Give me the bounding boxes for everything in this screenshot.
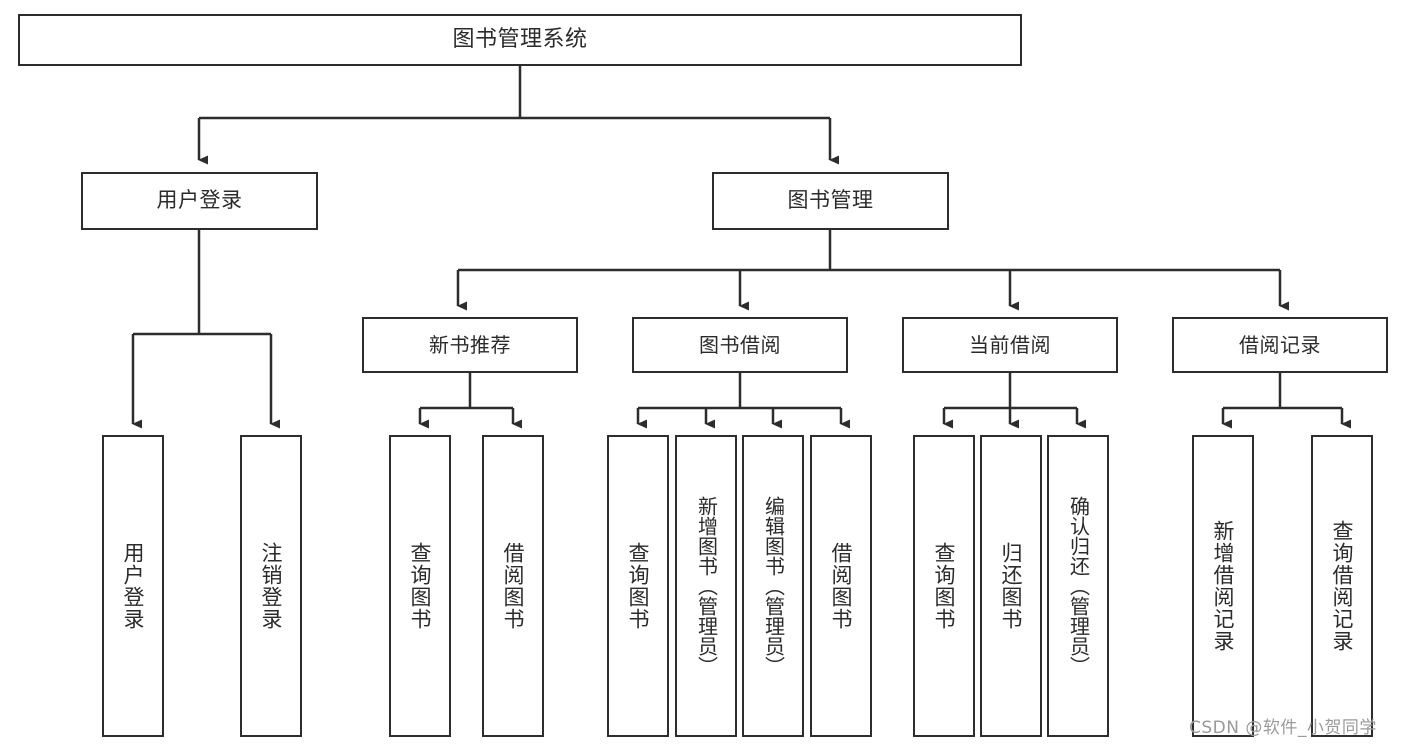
- leaf-edit-book-admin-label: 编辑图书（管理员）: [761, 496, 786, 676]
- leaf-edit-book-admin[interactable]: 编辑图书（管理员）: [742, 435, 804, 737]
- node-current-borrow-label: 当前借阅: [969, 332, 1051, 357]
- node-current-borrow[interactable]: 当前借阅: [902, 317, 1118, 373]
- leaf-return-book-label: 归还图书: [999, 542, 1024, 630]
- leaf-user-login[interactable]: 用户登录: [102, 435, 164, 737]
- leaf-query-borrow-record-label: 查询借阅记录: [1330, 520, 1355, 652]
- node-book-borrow[interactable]: 图书借阅: [632, 317, 848, 373]
- csdn-watermark: CSDN @软件_小贺同学: [1189, 718, 1377, 738]
- leaf-new-book-borrow-label: 借阅图书: [501, 542, 526, 630]
- leaf-confirm-return-admin[interactable]: 确认归还（管理员）: [1047, 435, 1109, 737]
- leaf-new-book-borrow[interactable]: 借阅图书: [482, 435, 544, 737]
- leaf-return-book[interactable]: 归还图书: [980, 435, 1042, 737]
- leaf-logout-label: 注销登录: [259, 542, 284, 630]
- leaf-new-book-query-label: 查询图书: [408, 542, 433, 630]
- node-new-book-recommend-label: 新书推荐: [429, 332, 511, 357]
- leaf-borrow-book-label: 借阅图书: [829, 542, 854, 630]
- leaf-add-book-admin-label: 新增图书（管理员）: [694, 496, 719, 676]
- leaf-current-query-book[interactable]: 查询图书: [913, 435, 975, 737]
- leaf-logout[interactable]: 注销登录: [240, 435, 302, 737]
- leaf-query-borrow-record[interactable]: 查询借阅记录: [1311, 435, 1373, 737]
- node-root-label: 图书管理系统: [452, 26, 588, 52]
- leaf-borrow-book[interactable]: 借阅图书: [810, 435, 872, 737]
- node-book-borrow-label: 图书借阅: [699, 332, 781, 357]
- node-book-management[interactable]: 图书管理: [712, 172, 949, 230]
- leaf-user-login-label: 用户登录: [121, 542, 146, 630]
- leaf-add-book-admin[interactable]: 新增图书（管理员）: [675, 435, 737, 737]
- node-borrow-record-label: 借阅记录: [1239, 332, 1321, 357]
- leaf-new-book-query[interactable]: 查询图书: [389, 435, 451, 737]
- node-user-login-label: 用户登录: [156, 188, 243, 213]
- node-user-login[interactable]: 用户登录: [81, 172, 318, 230]
- leaf-current-query-book-label: 查询图书: [932, 542, 957, 630]
- node-borrow-record[interactable]: 借阅记录: [1172, 317, 1388, 373]
- leaf-borrow-query-book-label: 查询图书: [626, 542, 651, 630]
- node-new-book-recommend[interactable]: 新书推荐: [362, 317, 578, 373]
- leaf-add-borrow-record-label: 新增借阅记录: [1211, 520, 1236, 652]
- leaf-borrow-query-book[interactable]: 查询图书: [607, 435, 669, 737]
- node-book-management-label: 图书管理: [787, 188, 874, 213]
- leaf-add-borrow-record[interactable]: 新增借阅记录: [1192, 435, 1254, 737]
- node-root[interactable]: 图书管理系统: [18, 14, 1022, 66]
- leaf-confirm-return-admin-label: 确认归还（管理员）: [1066, 496, 1091, 676]
